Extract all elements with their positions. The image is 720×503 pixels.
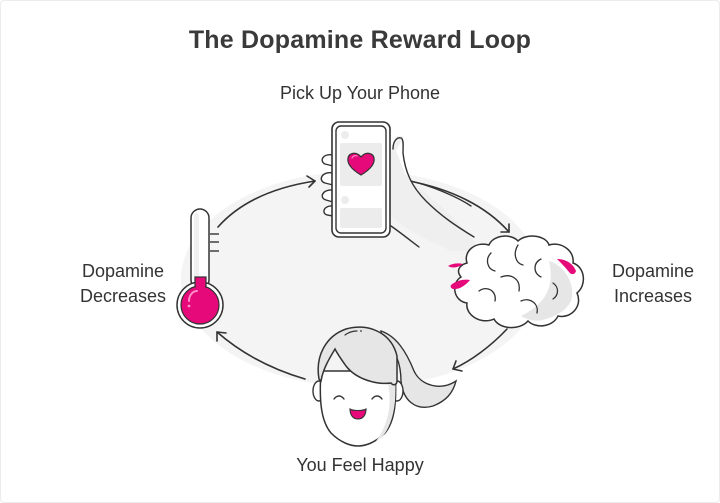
- arrowhead-icon: [500, 223, 510, 233]
- arrow-increases-to-happy: [452, 328, 508, 370]
- stage-label-dopamine-increases: Dopamine Increases: [593, 259, 713, 309]
- arrow-happy-to-decreases: [216, 331, 306, 380]
- arrowhead-icon: [452, 360, 463, 372]
- arrowhead-icon: [216, 331, 227, 342]
- stage-label-dopamine-decreases: Dopamine Decreases: [63, 259, 183, 309]
- arrowhead-icon: [306, 175, 316, 188]
- stage-label-pick-up-phone: Pick Up Your Phone: [279, 83, 441, 103]
- phone-hand-icon: [320, 121, 481, 251]
- stage-label-you-feel-happy: You Feel Happy: [296, 455, 424, 475]
- stage-label-line: Increases: [613, 286, 693, 306]
- arrow-decreases-to-phone: [217, 180, 316, 228]
- diagram-title: The Dopamine Reward Loop: [188, 26, 532, 54]
- stage-label-line: Decreases: [79, 286, 167, 306]
- brain-icon: [448, 235, 585, 329]
- stage-label-line: Dopamine: [611, 261, 695, 281]
- stage-label-line: Dopamine: [81, 261, 165, 281]
- thermometer-icon: [176, 208, 224, 329]
- happy-face-icon: [312, 326, 458, 447]
